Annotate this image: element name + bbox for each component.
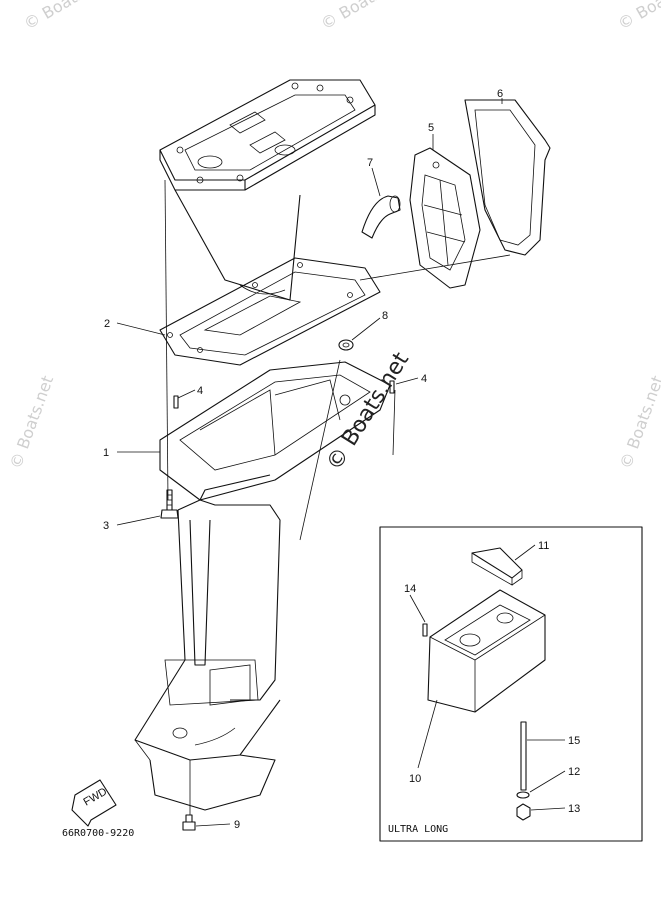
part-code: 66R0700-9220 xyxy=(62,828,134,839)
watermark-right: © Boats.net xyxy=(616,373,661,471)
drain-plug xyxy=(182,814,196,831)
grommet xyxy=(338,339,354,351)
watermark-main: © Boats.net xyxy=(322,348,415,475)
callout-14: 14 xyxy=(404,583,416,595)
dowel-pins xyxy=(173,380,395,409)
callout-4-left: 4 xyxy=(197,385,203,397)
callout-10: 10 xyxy=(409,773,421,785)
watermark-top-right: © Boats.net xyxy=(615,0,661,33)
callout-13: 13 xyxy=(568,803,580,815)
fwd-arrow: FWD xyxy=(71,779,117,827)
watermark-top-left: © Boats.net xyxy=(21,0,115,33)
upper-casing-top xyxy=(159,79,376,191)
ultra-long-label: ULTRA LONG xyxy=(388,824,448,835)
guide-lines xyxy=(164,179,511,815)
callout-6: 6 xyxy=(497,88,503,100)
callout-3: 3 xyxy=(103,520,109,532)
bolt xyxy=(160,489,179,519)
watermark-corners: © Boats.net © Boats.net © Boats.net © Bo… xyxy=(6,0,661,471)
casing-frame xyxy=(159,361,391,501)
callout-9: 9 xyxy=(234,819,240,831)
lower-unit-housing xyxy=(134,499,281,811)
callout-15: 15 xyxy=(568,735,580,747)
callout-7: 7 xyxy=(367,157,373,169)
gasket xyxy=(159,257,381,366)
ultra-long-inset: ULTRA LONG xyxy=(379,526,643,842)
callout-4-right: 4 xyxy=(421,373,427,385)
watermark-top-center: © Boats.net xyxy=(318,0,412,33)
callout-8: 8 xyxy=(382,310,388,322)
callout-2: 2 xyxy=(104,318,110,330)
watermark-left: © Boats.net xyxy=(6,373,57,471)
callout-5: 5 xyxy=(428,122,434,134)
callout-12: 12 xyxy=(568,766,580,778)
leader-lines xyxy=(116,98,566,827)
grille-panel xyxy=(409,147,481,289)
callout-11: 11 xyxy=(538,540,549,552)
upper-casing-body xyxy=(174,189,301,301)
hose-elbow xyxy=(361,195,401,239)
seal-frame xyxy=(464,99,551,256)
callouts: 1 2 3 4 4 5 6 7 8 9 10 11 12 13 14 15 xyxy=(103,88,580,831)
callout-1: 1 xyxy=(103,447,109,459)
